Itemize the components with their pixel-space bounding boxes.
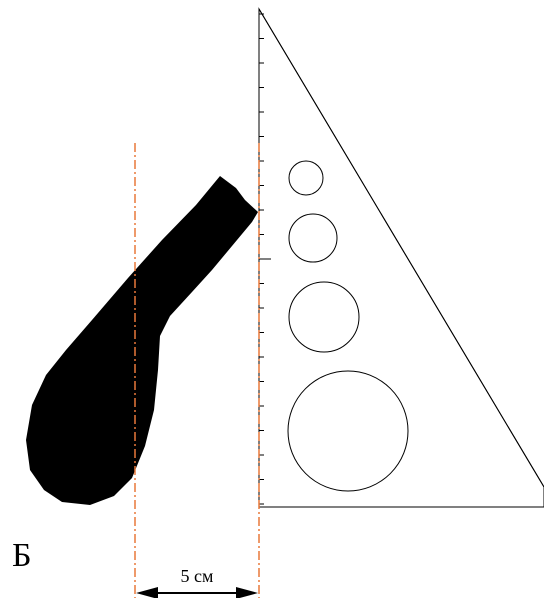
circle-template-large [288, 281, 360, 353]
scale-label: 5 см [181, 566, 214, 586]
bone-silhouette [26, 176, 258, 505]
triangle-hypotenuse [258, 8, 544, 488]
scale-arrow [136, 587, 258, 598]
circle-template-small [288, 160, 324, 196]
circle-template-medium [288, 213, 338, 263]
circle-template-xlarge [287, 370, 409, 492]
ruler-triangle [258, 7, 544, 508]
panel-letter: Б [12, 537, 32, 574]
ruler-ticks [259, 13, 271, 505]
